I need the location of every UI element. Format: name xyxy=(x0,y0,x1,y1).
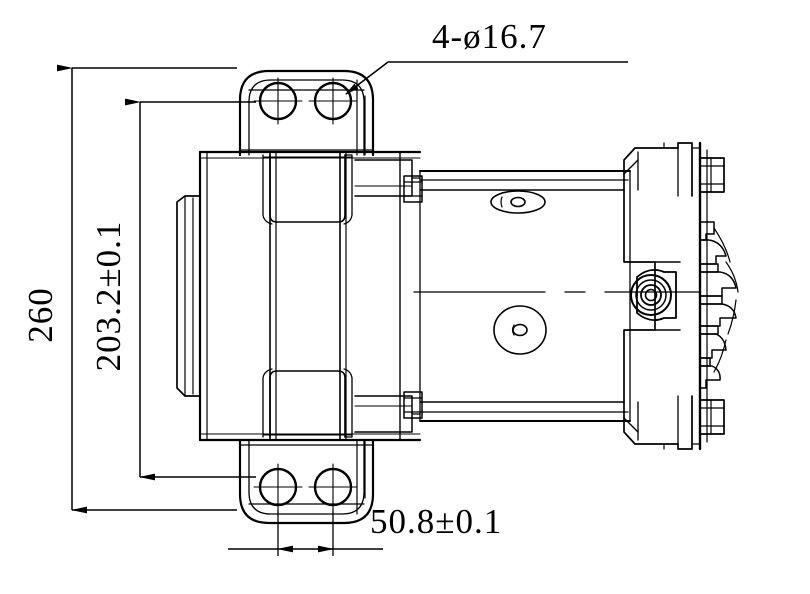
strap-boss-upper xyxy=(262,154,353,225)
dimension-bracket-height xyxy=(125,98,256,481)
bottom-bracket-hole-right xyxy=(308,463,358,511)
dimension-text-group: 4-ø16.7 260 203.2±0.1 50.8±0.1 xyxy=(21,17,547,541)
upper-right-corner-bracket xyxy=(623,142,701,197)
dimension-annotations xyxy=(57,61,628,556)
dimension-overall-height xyxy=(57,64,237,514)
threaded-fitting xyxy=(630,268,677,322)
bracket-height-text: 203.2±0.1 xyxy=(89,221,128,372)
dimension-bracket-width xyxy=(228,510,383,556)
right-housing-block xyxy=(623,170,681,422)
hole-callout-leader xyxy=(345,61,628,95)
cylinder-barrel xyxy=(419,170,631,422)
part-geometry xyxy=(176,69,739,525)
flange-bolt-upper xyxy=(403,175,423,203)
flange-bolt-lower xyxy=(403,391,423,419)
bottom-bracket-hole-left xyxy=(253,463,303,511)
bracket-width-text: 50.8±0.1 xyxy=(370,502,502,541)
cooling-fin-stack xyxy=(699,221,739,389)
hex-bolt-head-lower xyxy=(699,399,725,435)
top-mounting-bracket xyxy=(238,69,375,157)
hex-bolt-head-upper xyxy=(699,157,725,193)
lower-right-corner-bracket xyxy=(623,395,701,450)
vertical-mounting-strap xyxy=(262,151,353,441)
overall-height-text: 260 xyxy=(21,287,60,343)
strap-boss-lower xyxy=(262,368,353,438)
hole-callout-text: 4-ø16.7 xyxy=(432,17,547,56)
port-boss-lower xyxy=(493,305,547,355)
top-bracket-hole-left xyxy=(253,77,303,125)
port-boss-upper xyxy=(490,190,546,214)
mid-flange-plate xyxy=(354,151,421,441)
top-bracket-hole-right xyxy=(308,77,358,125)
bottom-mounting-bracket xyxy=(238,438,375,525)
main-housing-body xyxy=(198,150,422,442)
